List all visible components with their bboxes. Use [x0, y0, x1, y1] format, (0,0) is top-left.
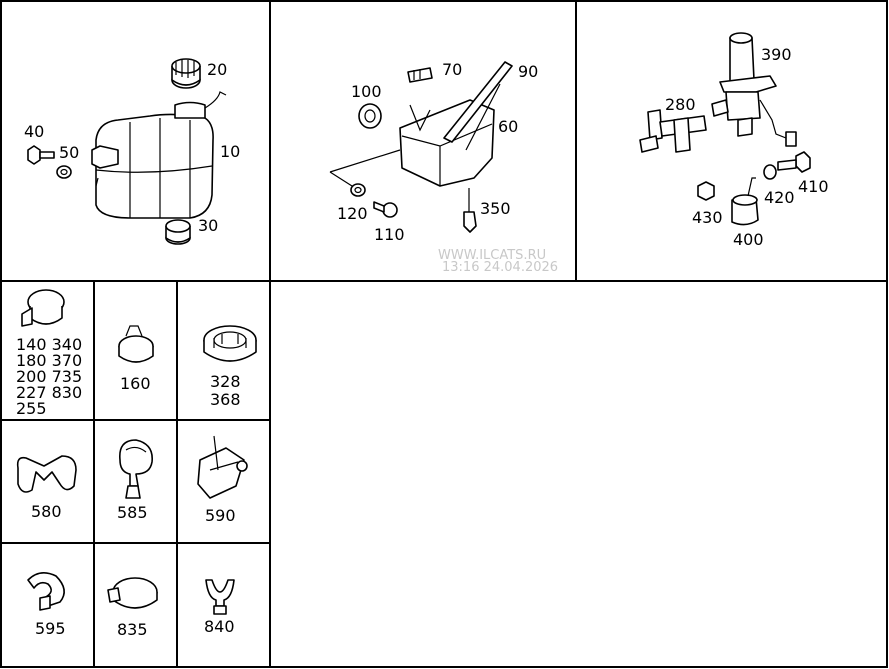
label-595: 595 [35, 619, 66, 638]
band-clamp-icon [107, 577, 158, 609]
label-350: 350 [480, 199, 511, 218]
label-160: 160 [120, 374, 151, 393]
connector-icon [407, 67, 433, 83]
label-40: 40 [24, 122, 44, 141]
hose-clamp-icon [21, 289, 65, 327]
label-140-340: 140 340 [16, 335, 82, 354]
label-70: 70 [442, 60, 462, 79]
label-580: 580 [31, 502, 62, 521]
label-328: 328 [210, 372, 241, 391]
fir-tree-clip-icon [205, 579, 235, 615]
open-clamp-icon [27, 572, 65, 611]
label-60: 60 [498, 117, 518, 136]
washer-reservoir-icon [399, 99, 495, 187]
label-10: 10 [220, 142, 240, 161]
expansion-tank-icon [91, 91, 227, 219]
filler-neck-icon [443, 61, 513, 143]
label-group-140: 140 340 180 370 200 735 227 830 255 [16, 335, 87, 418]
washer-icon [56, 165, 72, 179]
label-368: 368 [210, 390, 241, 409]
double-clip-icon [16, 455, 77, 493]
watermark-site: WWW.ILCATS.RU [438, 248, 546, 263]
label-585: 585 [117, 503, 148, 522]
label-390: 390 [761, 45, 792, 64]
label-227-830: 227 830 [16, 383, 82, 402]
label-835: 835 [117, 620, 148, 639]
label-120: 120 [337, 204, 368, 223]
bolt-410-icon [777, 151, 811, 173]
label-180-370: 180 370 [16, 351, 82, 370]
label-110: 110 [374, 225, 405, 244]
spring-clamp-icon [118, 325, 154, 363]
label-20: 20 [207, 60, 227, 79]
label-30: 30 [198, 216, 218, 235]
label-410: 410 [798, 177, 829, 196]
label-420: 420 [764, 188, 795, 207]
label-840: 840 [204, 617, 235, 636]
label-50: 50 [59, 143, 79, 162]
washer-420-icon [763, 164, 777, 180]
hose-holder-icon [119, 439, 153, 499]
pump-icon [463, 188, 477, 233]
label-280: 280 [665, 95, 696, 114]
label-200-735: 200 735 [16, 367, 82, 386]
clip-bracket-icon [197, 435, 248, 499]
label-90: 90 [518, 62, 538, 81]
cap-icon [171, 58, 201, 89]
bolt-icon [27, 145, 55, 165]
t-connector-icon [639, 109, 707, 153]
screw-icon [373, 201, 398, 218]
label-590: 590 [205, 506, 236, 525]
grommet-small-icon [358, 103, 382, 129]
watermark-timestamp: 13:16 24.04.2026 [442, 260, 558, 275]
grommet-icon [165, 219, 191, 245]
ring-washer-icon [350, 183, 366, 197]
nut-icon [697, 181, 715, 201]
leader-lines [329, 83, 501, 187]
label-430: 430 [692, 208, 723, 227]
label-255: 255 [16, 399, 47, 418]
bracket-bushing-icon [731, 177, 759, 226]
sleeve-ring-icon [203, 325, 257, 362]
label-100: 100 [351, 82, 382, 101]
label-400: 400 [733, 230, 764, 249]
electric-pump-icon [711, 32, 797, 147]
